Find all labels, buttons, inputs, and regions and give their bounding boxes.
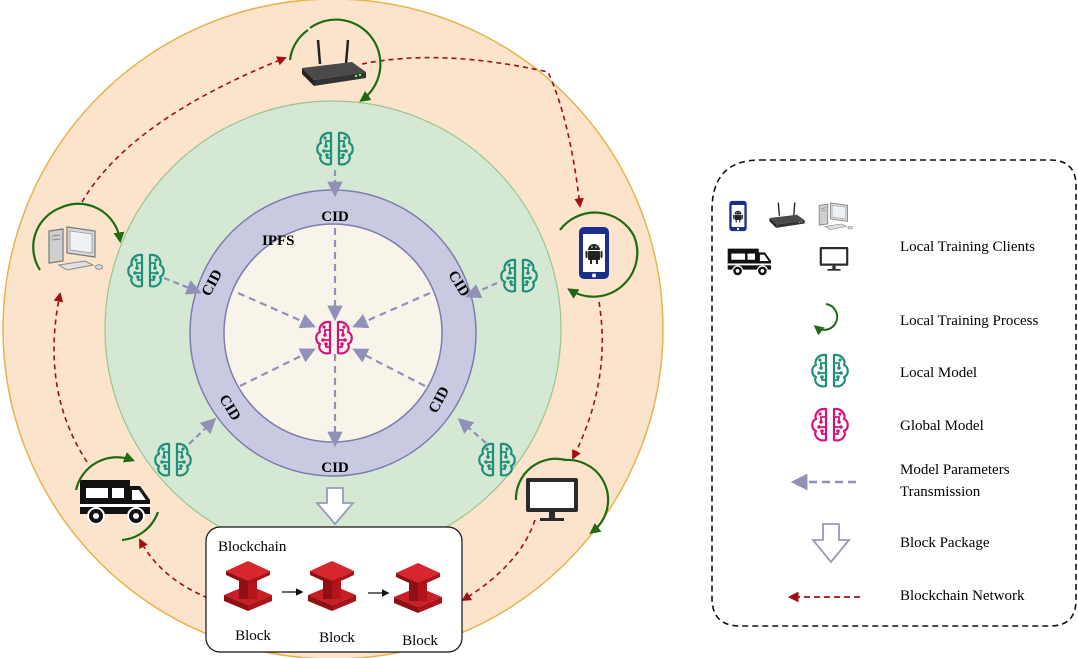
block-package-arrow-icon xyxy=(315,487,355,526)
transmission-arrow xyxy=(237,291,316,329)
training-process-arc xyxy=(559,211,639,299)
network-arrow xyxy=(572,301,604,460)
block-label: Block xyxy=(235,628,271,644)
legend-label-local-model: Local Model xyxy=(900,365,977,381)
transmission-arrow xyxy=(352,291,431,329)
global-model-disc xyxy=(223,223,443,443)
ipfs-label: IPFS xyxy=(262,233,295,249)
legend-label-blockchain-network: Blockchain Network xyxy=(900,588,1025,604)
network-arrow xyxy=(81,56,287,203)
monitor-icon xyxy=(819,247,849,271)
cid-label-bottom: CID xyxy=(321,460,349,476)
training-process-arc xyxy=(309,18,382,102)
block-label: Block xyxy=(319,630,355,646)
monitor-client xyxy=(514,457,610,534)
legend-label-transmission-line2: Transmission xyxy=(900,484,981,500)
smartphone-icon xyxy=(729,200,747,232)
legend-clients-icons xyxy=(727,200,853,277)
transmission-arrow xyxy=(352,348,426,387)
network-arrow xyxy=(461,519,536,602)
network-arrow xyxy=(53,292,88,463)
hollow-down-arrow-icon xyxy=(811,523,851,564)
legend-label-process: Local Training Process xyxy=(900,313,1038,329)
legend-label-clients: Local Training Clients xyxy=(900,239,1035,255)
transmission-arrow xyxy=(457,417,487,444)
desktop-computer-icon xyxy=(818,202,853,230)
training-process-arc xyxy=(74,452,136,491)
block-label: Block xyxy=(402,633,438,649)
transmission-arrow xyxy=(188,417,217,445)
blockchain-title: Blockchain xyxy=(218,539,287,555)
legend-box xyxy=(711,159,1077,627)
legend-label-global-model: Global Model xyxy=(900,418,984,434)
circular-arrow-icon xyxy=(813,303,839,336)
legend-label-transmission-line1: Model Parameters xyxy=(900,462,1010,478)
training-process-arc xyxy=(514,457,610,534)
training-process-arc xyxy=(121,511,160,542)
smartphone-icon xyxy=(579,227,609,279)
desktop-client xyxy=(32,202,125,271)
training-process-arc xyxy=(288,29,309,61)
transmission-arrow xyxy=(465,281,498,298)
cid-label-top: CID xyxy=(321,209,349,225)
truck-icon xyxy=(727,247,772,277)
truck-client xyxy=(74,452,160,542)
training-process-arc xyxy=(32,202,125,271)
router-icon xyxy=(768,201,806,229)
network-arrow xyxy=(139,538,209,599)
brain-circuit-icon xyxy=(811,353,849,388)
legend-label-block-package: Block Package xyxy=(900,535,990,551)
brain-circuit-icon xyxy=(811,407,849,442)
transmission-arrow xyxy=(239,348,316,387)
router-client xyxy=(288,18,382,102)
phone-client xyxy=(559,211,639,299)
network-arrow xyxy=(361,56,584,208)
transmission-arrow xyxy=(163,276,202,295)
